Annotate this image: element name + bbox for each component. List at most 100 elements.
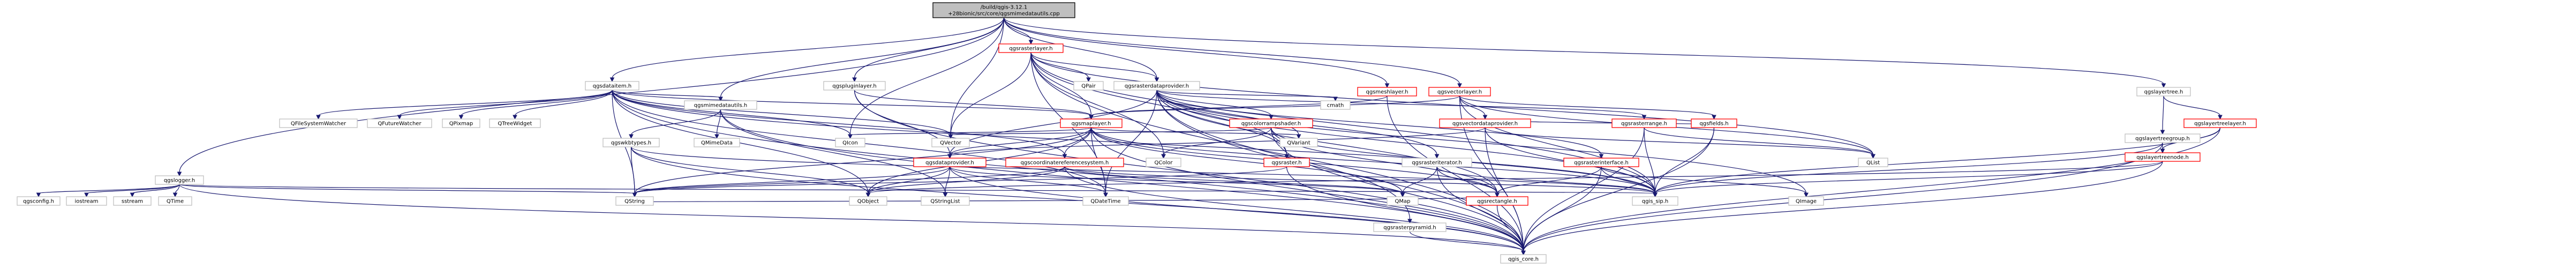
node-QPixmap: QPixmap xyxy=(442,118,480,128)
node-box xyxy=(2125,133,2201,143)
node-label: QPixmap xyxy=(449,121,473,127)
node-qgsraster[interactable]: qgsraster.h xyxy=(1263,158,1310,167)
graph-nodes: /build/qgis-3.12.1+28bionic/src/core/qgs… xyxy=(17,2,2257,264)
node-QList: QList xyxy=(1858,158,1888,167)
node-qgsconfig: qgsconfig.h xyxy=(17,196,61,206)
node-label: QColor xyxy=(1155,160,1173,166)
node-box[interactable] xyxy=(1563,158,1639,167)
node-qgsrasterinterface[interactable]: qgsrasterinterface.h xyxy=(1563,158,1639,167)
node-QString: QString xyxy=(615,196,654,206)
node-label: qgslogger.h xyxy=(164,178,195,184)
node-label: sstream xyxy=(122,199,143,205)
node-box xyxy=(615,196,654,206)
node-box[interactable] xyxy=(1060,118,1123,128)
node-label: qgsrasterpyramid.h xyxy=(1383,225,1436,231)
node-qgslayertreelayer[interactable]: qgslayertreelayer.h xyxy=(2183,118,2257,128)
node-box[interactable] xyxy=(1439,118,1531,128)
edge-root-to-qgsvectorlayer xyxy=(1003,17,1462,88)
node-box xyxy=(1073,81,1104,91)
node-box xyxy=(932,2,1075,18)
node-root: /build/qgis-3.12.1+28bionic/src/core/qgs… xyxy=(932,2,1075,18)
edge-root-to-qgslogger xyxy=(177,17,1005,177)
node-label: QVector xyxy=(940,140,962,146)
node-label: QFutureWatcher xyxy=(378,121,421,127)
node-box[interactable] xyxy=(1691,118,1737,128)
edge-qgslogger-to-qgsconfig xyxy=(36,184,180,198)
node-label: qgsvectordataprovider.h xyxy=(1452,121,1518,127)
node-label: qgsmaplayer.h xyxy=(1072,121,1111,127)
edge-qgsrasterinterface-to-qgsrectangle xyxy=(1495,166,1602,198)
node-QVariant: QVariant xyxy=(1279,138,1318,147)
node-QTime: QTime xyxy=(158,196,192,206)
edge-qgsvectorlayer-to-qgsmaplayer xyxy=(1089,95,1460,120)
edge-qgsdataprovider-to-QDateTime xyxy=(949,166,1108,198)
node-qgsmeshlayer[interactable]: qgsmeshlayer.h xyxy=(1357,87,1417,96)
node-label: qgsrasterdataprovider.h xyxy=(1125,84,1189,90)
node-box[interactable] xyxy=(2183,118,2257,128)
node-qgslogger: qgslogger.h xyxy=(155,175,204,185)
node-box xyxy=(1500,254,1547,264)
node-box[interactable] xyxy=(1357,87,1417,96)
node-label: qgsrasteriterator.h xyxy=(1412,160,1462,166)
node-box[interactable] xyxy=(998,43,1064,53)
node-QObject: QObject xyxy=(849,196,887,206)
node-box[interactable] xyxy=(1005,158,1124,167)
node-box xyxy=(1387,196,1419,206)
edge-qgslogger-to-QTime xyxy=(172,184,180,198)
edge-qgslogger-to-qgis_core xyxy=(179,184,1526,256)
node-box xyxy=(1082,196,1129,206)
node-label: QMimeData xyxy=(701,140,733,146)
node-qgsrectangle[interactable]: qgsrectangle.h xyxy=(1466,196,1528,206)
node-box[interactable] xyxy=(1229,118,1313,128)
node-box xyxy=(66,196,107,206)
node-cmath: cmath xyxy=(1320,100,1351,110)
node-box xyxy=(113,196,152,206)
node-box[interactable] xyxy=(2125,152,2201,162)
node-qgsrasterrange[interactable]: qgsrasterrange.h xyxy=(1611,118,1677,128)
node-QFileSystemWatcher: QFileSystemWatcher xyxy=(279,118,358,128)
node-box xyxy=(1146,158,1181,167)
node-label: cmath xyxy=(1327,103,1344,109)
edge-qgsdataprovider-to-QString xyxy=(632,166,951,198)
node-label: qgsraster.h xyxy=(1271,160,1301,166)
node-label: QObject xyxy=(857,199,879,205)
edge-qgsdataitem-to-QIcon xyxy=(612,90,853,139)
edge-qgsmaplayer-to-qgscoordinatereferencesystem xyxy=(1062,127,1092,159)
node-qgslayertreenode[interactable]: qgslayertreenode.h xyxy=(2125,152,2201,162)
node-qgsrasterdataprovider: qgsrasterdataprovider.h xyxy=(1113,81,1200,91)
node-box[interactable] xyxy=(1428,87,1491,96)
edge-qgsrectangle-to-QString xyxy=(632,196,1498,206)
node-qgsvectordataprovider[interactable]: qgsvectordataprovider.h xyxy=(1439,118,1531,128)
edge-qgsdataitem-to-QTreeWidget xyxy=(513,90,613,120)
node-box[interactable] xyxy=(1263,158,1310,167)
node-box xyxy=(489,118,541,128)
node-label: QTreeWidget xyxy=(498,121,532,127)
node-qgsdataprovider[interactable]: qgsdataprovider.h xyxy=(913,158,986,167)
edge-qgsrasterlayer-to-qgsraster xyxy=(1030,52,1289,159)
node-box xyxy=(442,118,480,128)
node-qgsrasterlayer[interactable]: qgsrasterlayer.h xyxy=(998,43,1064,53)
node-box[interactable] xyxy=(913,158,986,167)
edge-qgsvectorlayer-to-qgsvectordataprovider xyxy=(1459,95,1488,120)
node-qgsvectorlayer[interactable]: qgsvectorlayer.h xyxy=(1428,87,1491,96)
edge-qgsrasterdataprovider-to-qgsrasterinterface xyxy=(1156,90,1604,159)
node-qgsfields[interactable]: qgsfields.h xyxy=(1691,118,1737,128)
node-label: qgsdataprovider.h xyxy=(925,160,974,166)
edge-qgsrasteriterator-to-QMap xyxy=(1400,166,1437,198)
node-label: qgscoordinatereferencesystem.h xyxy=(1021,160,1109,166)
node-label: QPair xyxy=(1081,84,1096,90)
node-box[interactable] xyxy=(1466,196,1528,206)
edge-qgsdataitem-to-QFutureWatcher xyxy=(397,90,613,120)
edge-qgsrasterinterface-to-QImage xyxy=(1601,166,1809,198)
node-box xyxy=(158,196,192,206)
node-qgsmaplayer[interactable]: qgsmaplayer.h xyxy=(1060,118,1123,128)
node-box xyxy=(921,196,970,206)
node-label: qgspluginlayer.h xyxy=(832,84,877,90)
node-qgswkbtypes: qgswkbtypes.h xyxy=(602,138,660,147)
node-box[interactable] xyxy=(1611,118,1677,128)
node-qgsmimedatautils: qgsmimedatautils.h xyxy=(684,100,757,110)
node-qgscoordinatereferencesystem[interactable]: qgscoordinatereferencesystem.h xyxy=(1005,158,1124,167)
node-qgscolorrampshader[interactable]: qgscolorrampshader.h xyxy=(1229,118,1313,128)
edge-qgsrasterrange-to-qgis_core xyxy=(1521,127,1645,256)
